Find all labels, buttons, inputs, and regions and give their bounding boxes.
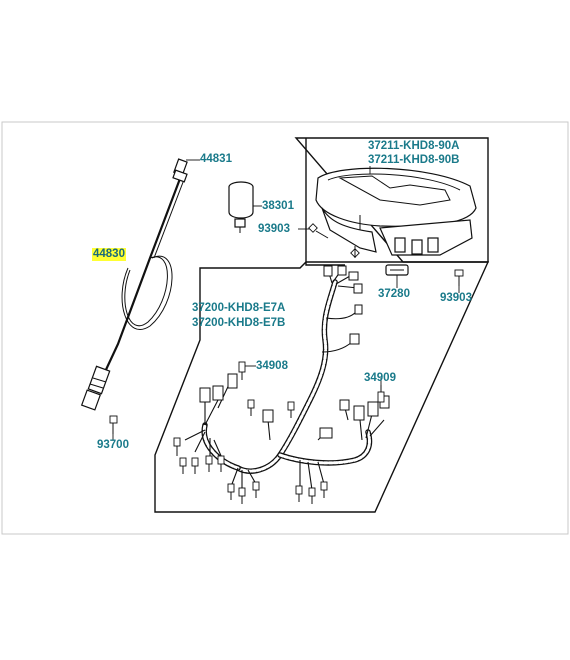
bulb-socket xyxy=(228,181,254,233)
part-label-44830: 44830 xyxy=(92,248,126,261)
meter-assembly xyxy=(315,167,477,256)
socket-34909 xyxy=(377,385,385,403)
wiring-harness xyxy=(184,265,390,491)
screw-right xyxy=(454,269,464,286)
cable-screw xyxy=(109,415,118,434)
screw-left xyxy=(308,223,360,258)
part-label-37280: 37280 xyxy=(378,288,410,300)
part-label-37200-b: 37200-KHD8-E7B xyxy=(192,317,286,329)
harness-terminals xyxy=(173,399,328,504)
part-label-37211-a: 37211-KHD8-90A xyxy=(368,140,460,152)
part-label-34909: 34909 xyxy=(364,372,396,384)
socket-34908 xyxy=(238,361,246,380)
harness-box xyxy=(154,261,490,513)
part-label-34908: 34908 xyxy=(256,360,288,372)
meter-box-edge xyxy=(305,138,345,266)
part-label-93903-left: 93903 xyxy=(258,223,290,235)
part-label-37211-b: 37211-KHD8-90B xyxy=(368,154,460,166)
speedometer-cable xyxy=(80,158,188,411)
part-label-38301: 38301 xyxy=(262,200,294,212)
outer-frame xyxy=(1,121,569,535)
part-label-44831: 44831 xyxy=(200,153,232,165)
indicator-lens xyxy=(385,264,409,276)
part-label-37200-a: 37200-KHD8-E7A xyxy=(192,302,286,314)
part-label-93903-right: 93903 xyxy=(440,292,472,304)
part-label-93700: 93700 xyxy=(97,439,129,451)
